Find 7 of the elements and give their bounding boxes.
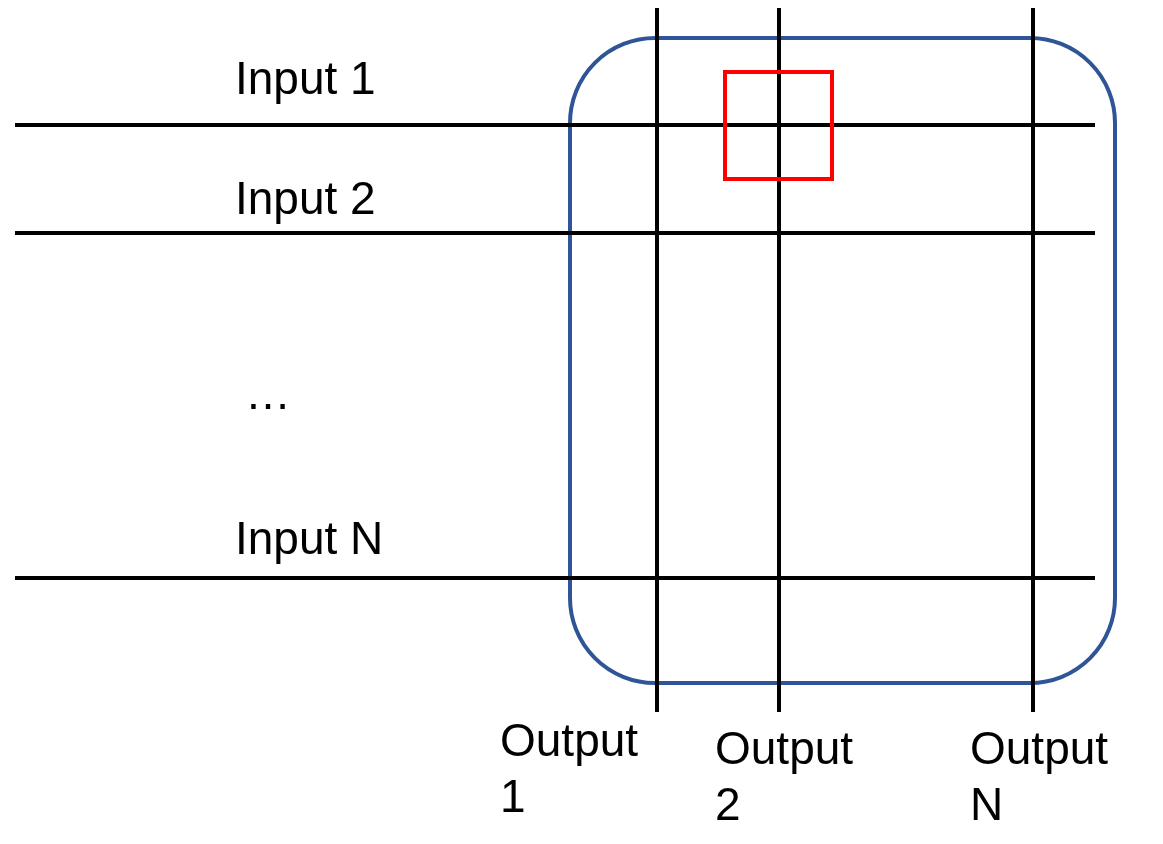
output-label: Output N — [970, 721, 1110, 832]
input-label: Input 1 — [235, 51, 376, 106]
input-label: Input 2 — [235, 171, 376, 226]
output-label: Output 1 — [500, 713, 640, 824]
ellipsis: … — [245, 366, 291, 421]
output-label: Output 2 — [715, 721, 855, 832]
input-label: Input N — [235, 511, 384, 566]
